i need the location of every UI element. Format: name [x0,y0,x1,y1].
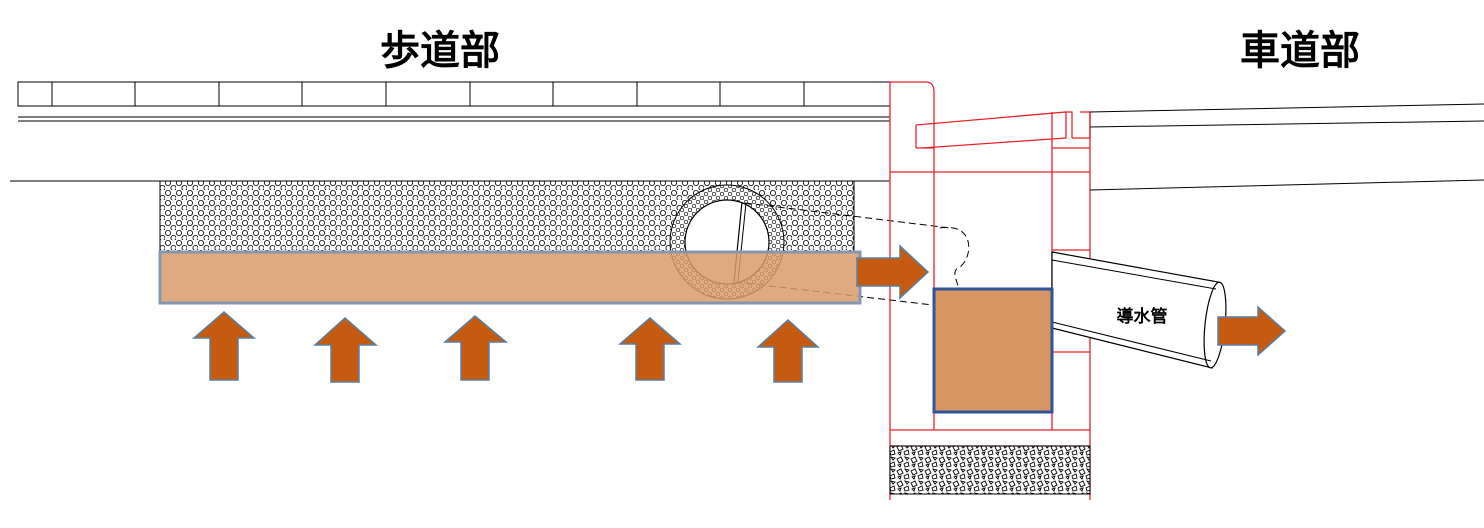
sidewalk-label: 歩道部 [380,28,500,74]
upward-arrows [191,311,820,383]
collection-box [932,287,1054,414]
drain-pipe-label: 導水管 [1117,306,1168,327]
up-arrow-icon [617,317,683,381]
sidewalk-base-lines [10,116,890,182]
right-arrow-icon [856,244,930,300]
up-arrow-icon [442,315,509,381]
up-arrow-icon [313,316,379,383]
right-arrow-icon [1217,305,1287,357]
road-surface-lines [1089,103,1484,191]
crushed-stone-foundation [889,445,1091,495]
roadway-label: 車道部 [1240,28,1360,74]
paving-blocks [17,81,891,107]
water-collection-layer [158,250,862,305]
drain-pipe [1051,251,1227,369]
up-arrow-icon [191,311,257,381]
up-arrow-icon [756,318,820,383]
